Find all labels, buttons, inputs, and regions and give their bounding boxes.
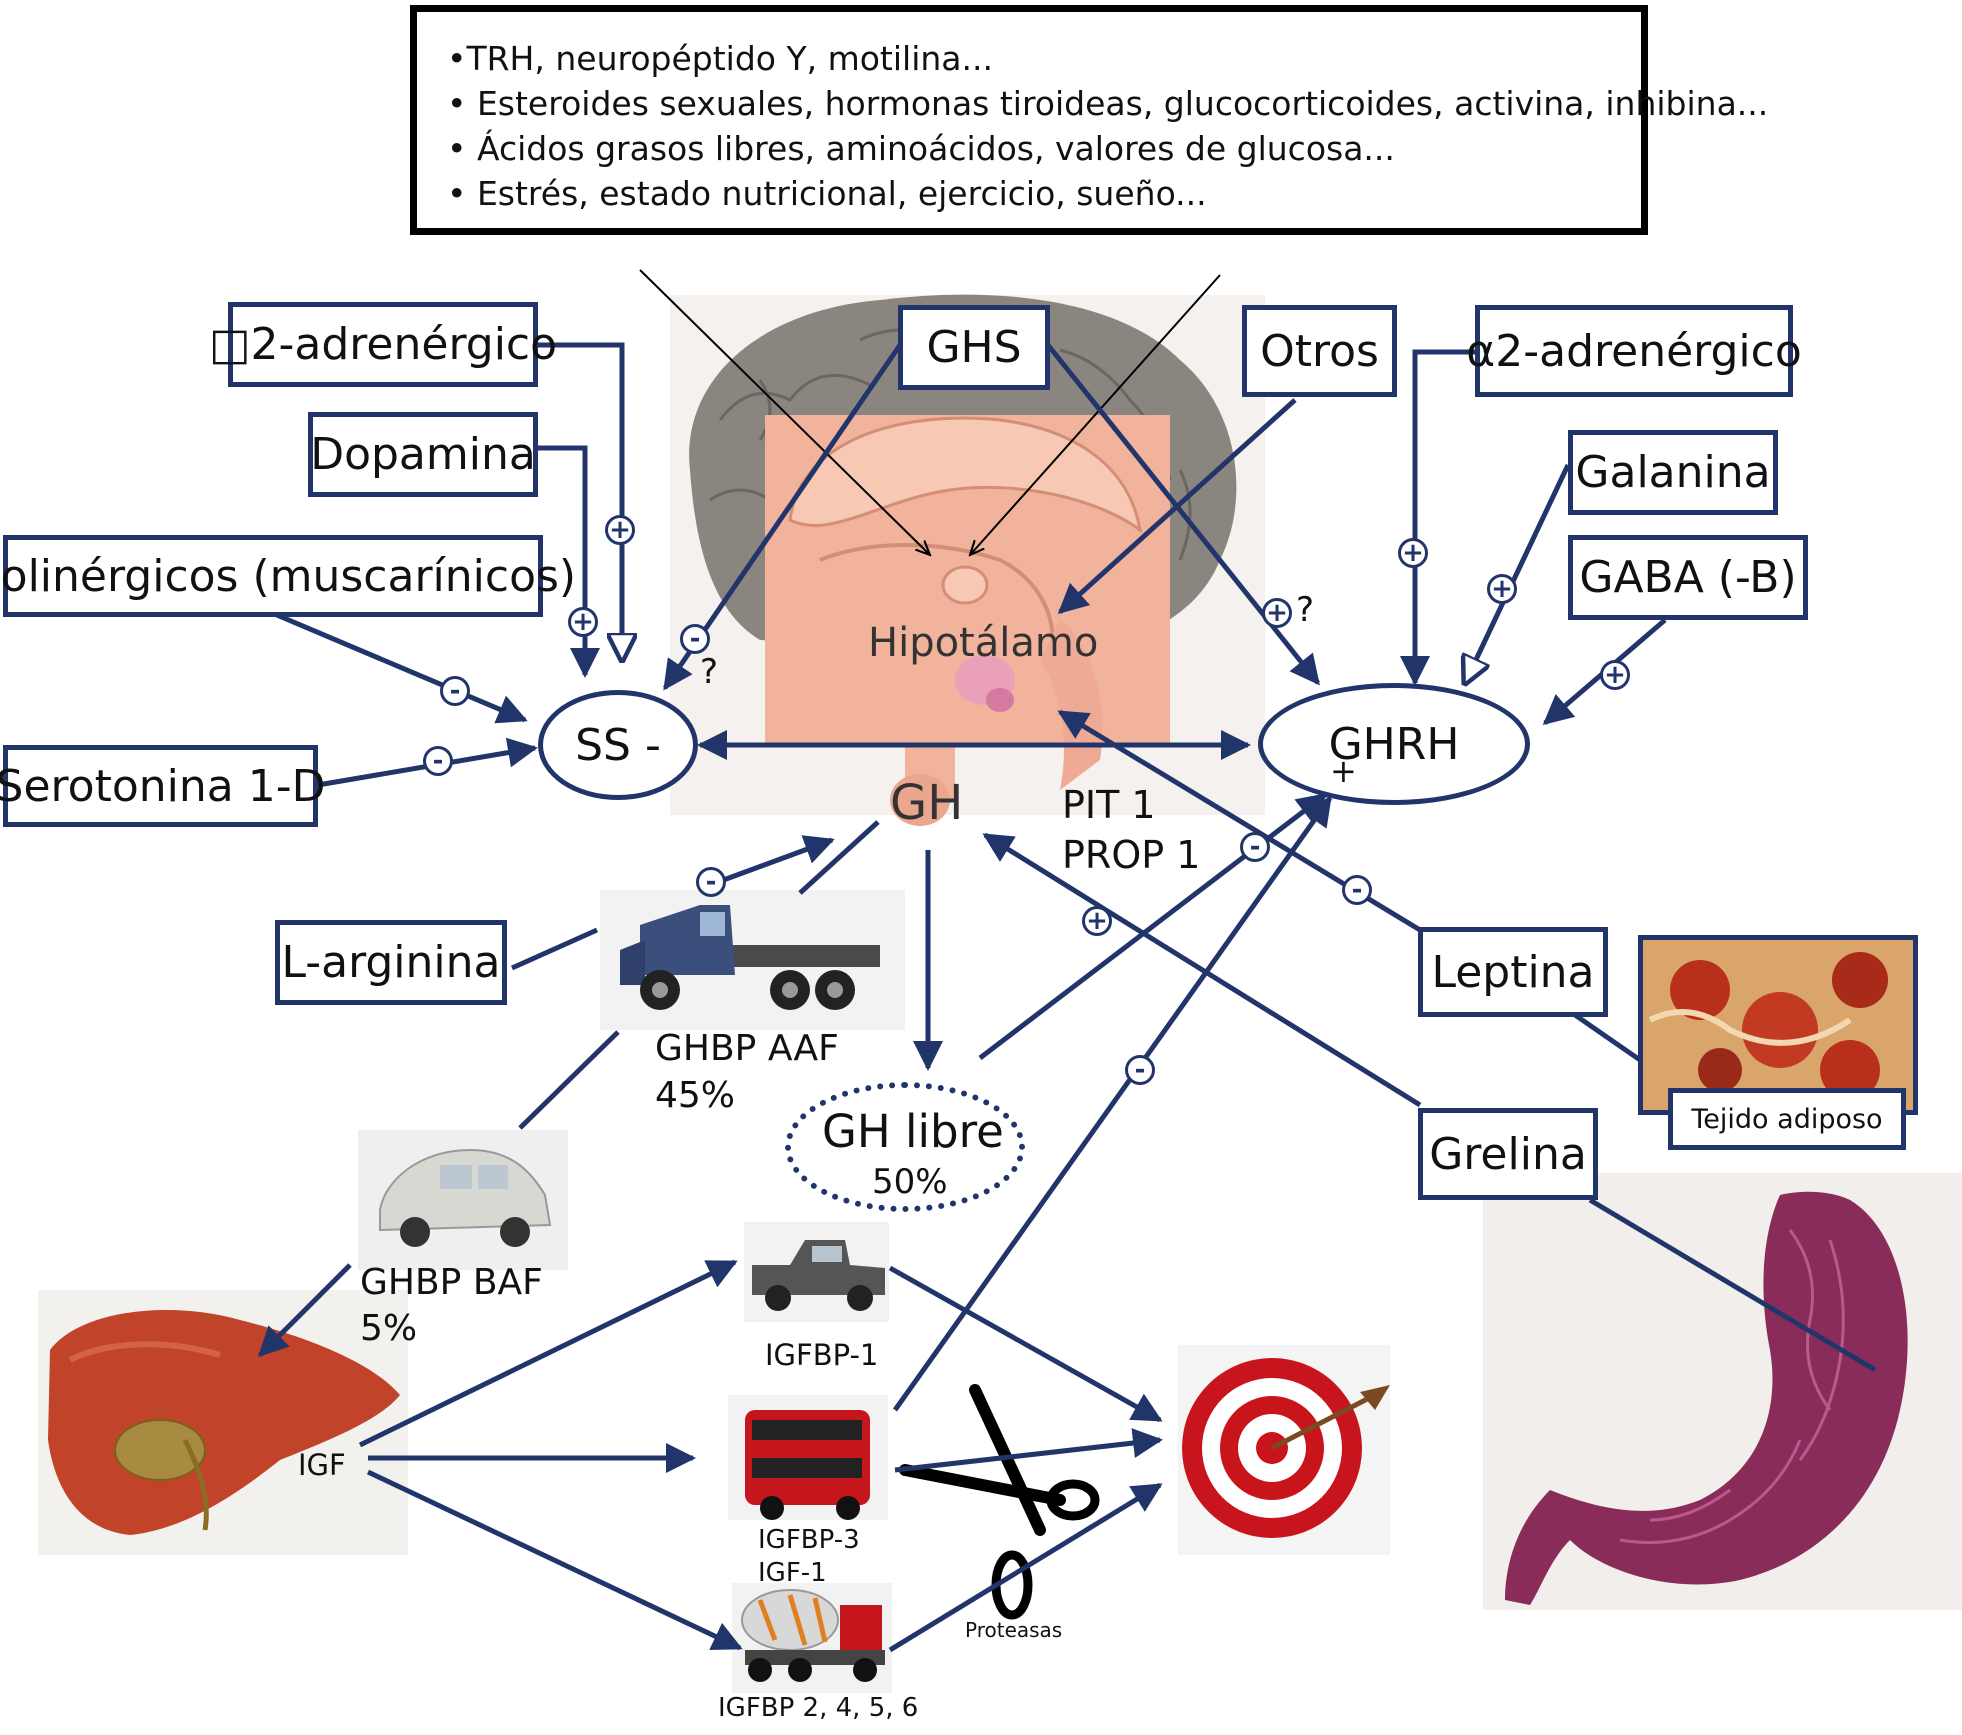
alpha2-adrenergico-box: α2-adrenérgico [1466, 305, 1802, 397]
grelina-stomach-line [1588, 1197, 1877, 1373]
ghrh-node: GHRH [1258, 683, 1530, 805]
grelina-to-gh-arrow [982, 832, 1422, 1108]
tejido-adiposo-label: Tejido adiposo [1668, 1088, 1906, 1150]
hipotalamo-label: Hipotálamo [868, 620, 1099, 666]
stomach-image [1483, 1173, 1962, 1610]
otros-box: Otros [1242, 305, 1397, 397]
beta2-adrenergico-box: □2-adrenérgico [209, 302, 557, 387]
regulators-line-1: •TRH, neuropéptido Y, motilina... [447, 39, 993, 78]
alpha2-plus-sign: + [1398, 538, 1428, 568]
igf-label: IGF [298, 1448, 346, 1482]
igf-to-cement-arrow [366, 1469, 743, 1651]
grelina-plus-sign: + [1082, 906, 1112, 936]
target-image [1178, 1345, 1390, 1555]
car-image [358, 1130, 568, 1270]
otros-to-hypothalamus-arrow [1057, 398, 1297, 615]
ghbp-baf-label: GHBP BAF [360, 1262, 543, 1303]
bus-ghrh-minus-sign: - [1125, 1055, 1155, 1085]
l-arginina-box: L-arginina [275, 920, 507, 1005]
leptina-box: Leptina [1418, 927, 1608, 1017]
alpha2-to-ghrh-arrow [1400, 349, 1475, 686]
truck-car-line [518, 1030, 620, 1130]
adipose-image [1643, 939, 1913, 1114]
ghs-ghrh-plus-sign: + [1262, 598, 1292, 628]
top-box-arrow-left [639, 269, 930, 555]
ss-node: SS - [538, 690, 698, 800]
truck-gh-minus-sign: - [696, 867, 726, 897]
ghs-ss-minus-sign: - [680, 624, 710, 654]
ghs-ghrh-question-mark: ? [1296, 590, 1315, 630]
scissors-image [899, 1384, 1100, 1620]
dopamina-to-ss-arrow [535, 445, 600, 678]
leptina-minus-sign: - [1342, 875, 1372, 905]
dopamina-plus-sign: + [568, 607, 598, 637]
bus-image [728, 1395, 888, 1520]
larginina-truck-line [510, 927, 599, 971]
grelina-box: Grelina [1418, 1108, 1598, 1200]
ghrh-plus-sign: + [1330, 752, 1357, 790]
car-to-liver-arrow [257, 1263, 352, 1358]
colinergicos-to-ss-arrow [264, 607, 528, 724]
beta2-plus-sign: + [605, 515, 635, 545]
bus-to-ghrh-arrow [892, 795, 1333, 1412]
gh-label: GH [890, 775, 964, 831]
gh-libre-percentage: 50% [872, 1162, 948, 1202]
gh-libre-label: GH libre [822, 1105, 1004, 1158]
serotonina-box: Serotonina 1-D [0, 745, 325, 827]
gh-to-truck-line [798, 820, 880, 895]
regulators-text-box: •TRH, neuropéptido Y, motilina... • Este… [410, 5, 1769, 235]
igfbp1-label: IGFBP-1 [765, 1338, 879, 1372]
ghbp-aaf-label: GHBP AAF [655, 1028, 839, 1069]
ghlibre-ghrh-minus-sign: - [1240, 832, 1270, 862]
regulators-line-4: • Estrés, estado nutricional, ejercicio,… [447, 174, 1207, 213]
gaba-plus-sign: + [1600, 660, 1630, 690]
ghs-ss-question-mark: ? [700, 652, 719, 692]
galanina-box: Galanina [1568, 430, 1778, 515]
gaba-box: GABA (-B) [1568, 535, 1808, 620]
galanina-plus-sign: + [1487, 574, 1517, 604]
pickup-image [744, 1222, 889, 1322]
cement-to-target-arrow [888, 1482, 1163, 1653]
igf1-label: IGF-1 [758, 1558, 827, 1588]
leptina-adipose-line [1573, 1012, 1642, 1063]
igf-to-pickup-arrow [358, 1259, 738, 1448]
ghbp-baf-percentage: 5% [360, 1308, 418, 1349]
pit1-label: PIT 1 [1062, 783, 1156, 827]
colinergicos-box: Colinérgicos (muscarínicos) [0, 535, 576, 617]
prop1-label: PROP 1 [1062, 833, 1201, 877]
colinergicos-minus-sign: - [440, 676, 470, 706]
bus-to-target-arrow [894, 1428, 1163, 1473]
regulators-line-2: • Esteroides sexuales, hormonas tiroidea… [447, 84, 1769, 123]
igfbp2456-label: IGFBP 2, 4, 5, 6 [718, 1693, 919, 1723]
galanina-to-ghrh-arrow [1465, 463, 1571, 683]
ghs-box: GHS [898, 305, 1050, 390]
serotonina-minus-sign: - [423, 746, 453, 776]
dopamina-box: Dopamina [308, 412, 538, 497]
truck-image [600, 890, 905, 1030]
igfbp3-label: IGFBP-3 [758, 1525, 860, 1555]
top-box-arrow-right [970, 274, 1221, 555]
cement-truck-image [732, 1583, 892, 1693]
liver-image [38, 1290, 408, 1555]
beta2-to-ss-arrow [538, 342, 622, 660]
gh-libre-node [785, 1082, 1025, 1212]
pickup-to-target-arrow [888, 1265, 1163, 1423]
truck-to-gh-arrow [717, 835, 835, 885]
regulators-line-3: • Ácidos grasos libres, aminoácidos, val… [447, 129, 1395, 168]
proteasas-label: Proteasas [965, 1618, 1063, 1642]
ghbp-aaf-percentage: 45% [655, 1075, 736, 1116]
